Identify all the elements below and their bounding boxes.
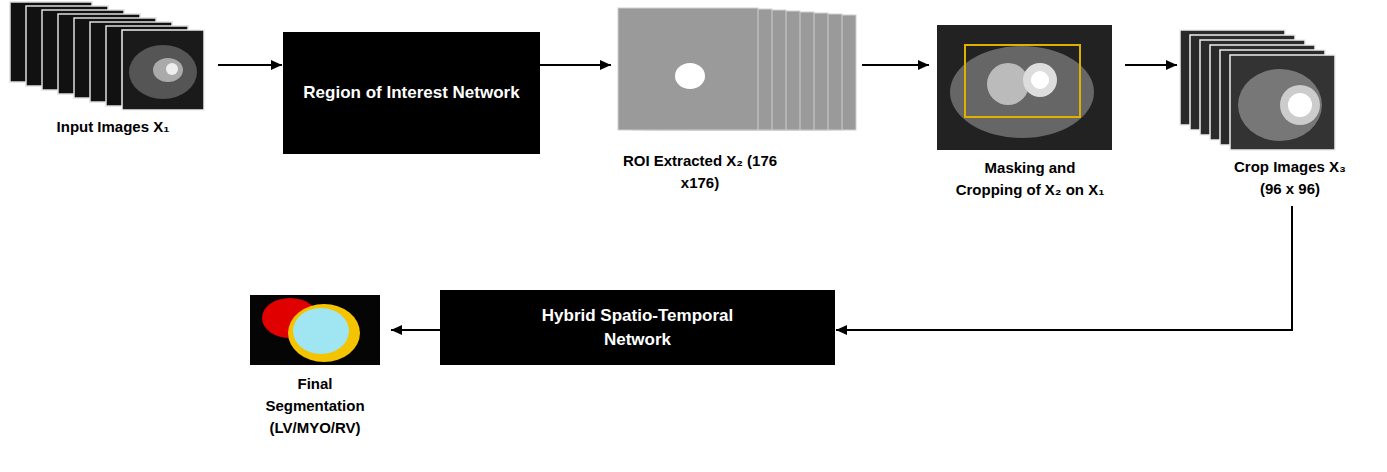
image-node: Crop Images X₃ (96 x 96) [1178, 30, 1378, 204]
flow-arrow [218, 64, 282, 66]
mri-ventricle [1280, 85, 1320, 125]
segmentation-frame [250, 295, 380, 365]
input-image-stack [10, 2, 204, 110]
box-label: Hybrid Spatio-Temporal Network [518, 304, 758, 352]
mri-heart [987, 63, 1029, 105]
roi-blob [675, 63, 705, 89]
flow-arrow [862, 64, 929, 66]
flow-arrow [1125, 64, 1177, 66]
flow-arrow [836, 206, 1292, 330]
myo-region [288, 304, 360, 362]
mri-heart [153, 58, 183, 82]
image-caption: Masking and Cropping of X₂ on X₁ [955, 157, 1105, 201]
crop-rectangle [965, 45, 1080, 117]
flow-arrow [391, 329, 440, 331]
masked-image [937, 25, 1112, 150]
box-label: Region of Interest Network [297, 81, 527, 105]
flow-arrow [540, 64, 611, 66]
mri-frame [122, 30, 204, 110]
mri-cavity [1031, 71, 1049, 89]
crop-frame [1230, 55, 1335, 150]
image-caption: ROI Extracted X₂ (176 x176) [620, 150, 780, 194]
mri-body [129, 45, 197, 99]
image-caption: Final Segmentation (LV/MYO/RV) [256, 373, 374, 439]
image-caption: Crop Images X₃ (96 x 96) [1231, 156, 1349, 200]
process-box: Region of Interest Network [283, 32, 540, 154]
image-node: Masking and Cropping of X₂ on X₁ [930, 25, 1125, 205]
mri-body [950, 46, 1094, 138]
mri-cavity [1288, 93, 1312, 117]
image-node: ROI Extracted X₂ (176 x176) [612, 8, 862, 198]
image-node: Final Segmentation (LV/MYO/RV) [240, 295, 390, 443]
segmentation-image [250, 295, 380, 365]
process-box: Hybrid Spatio-Temporal Network [440, 290, 835, 365]
mask-frame [618, 8, 758, 130]
image-node: Input Images X₁ [8, 2, 218, 142]
crop-image-stack [1180, 30, 1335, 150]
mri-ventricle [166, 63, 178, 75]
roi-mask-stack [618, 8, 856, 130]
mri-ventricle [1023, 63, 1057, 97]
mri-frame [937, 25, 1112, 150]
image-caption: Input Images X₁ [54, 116, 172, 138]
lv-region [293, 308, 349, 354]
mri-heart [1238, 69, 1322, 141]
